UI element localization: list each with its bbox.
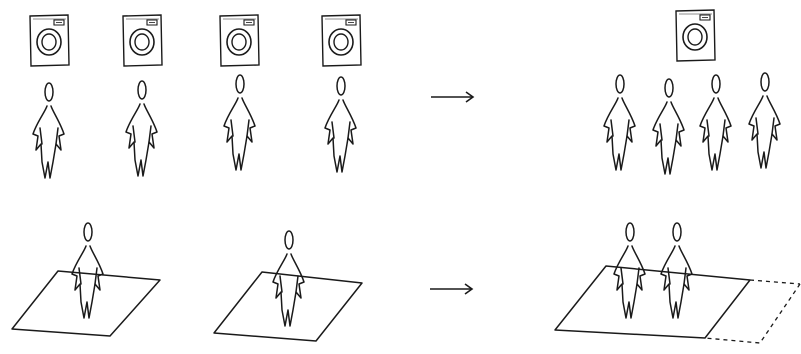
row2-right-group bbox=[555, 222, 800, 343]
person-icon bbox=[125, 80, 158, 177]
floor-area bbox=[12, 271, 160, 336]
person-icon bbox=[272, 230, 305, 327]
washing-machine-icon bbox=[675, 9, 716, 62]
person-icon bbox=[699, 74, 732, 171]
washing-machine-icon bbox=[29, 14, 70, 67]
person-icon bbox=[613, 222, 646, 319]
person-icon bbox=[71, 222, 104, 319]
washing-machine-icon bbox=[122, 14, 163, 67]
person-icon bbox=[652, 78, 685, 175]
saved-area-dashed bbox=[705, 280, 800, 343]
right-arrow-icon bbox=[431, 92, 473, 102]
row1-right-group bbox=[603, 9, 781, 175]
right-arrow-icon bbox=[430, 284, 472, 294]
person-icon bbox=[660, 222, 693, 319]
person-icon bbox=[324, 76, 357, 173]
floor-area bbox=[214, 272, 362, 341]
person-icon bbox=[32, 82, 65, 179]
floor-area bbox=[555, 266, 750, 338]
person-icon bbox=[603, 74, 636, 171]
row2-left-group bbox=[12, 222, 362, 341]
person-icon bbox=[223, 74, 256, 171]
washing-machine-icon bbox=[321, 14, 362, 67]
washing-machine-icon bbox=[219, 14, 260, 67]
person-icon bbox=[748, 72, 781, 169]
row1-left-group bbox=[29, 14, 362, 179]
